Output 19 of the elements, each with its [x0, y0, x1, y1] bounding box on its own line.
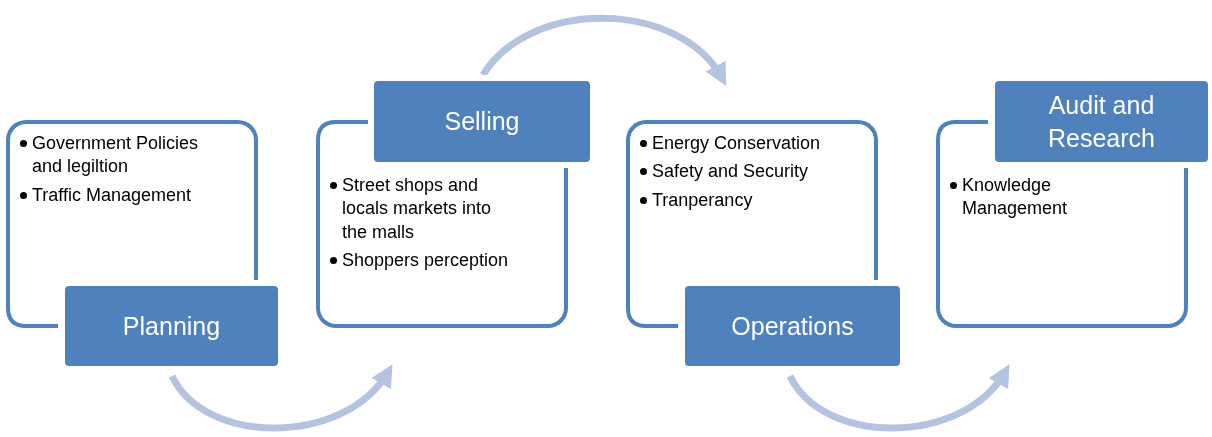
bullet-text: Government Policies and legiltion: [32, 133, 199, 177]
bullet-text: Safety and Security: [652, 161, 809, 182]
bullet-text: Tranperancy: [652, 189, 753, 210]
curved-arrow: [787, 364, 1011, 432]
stage-title: Operations: [730, 310, 855, 342]
stage-title: Selling: [443, 106, 521, 138]
stage-title: Audit and Research: [1047, 90, 1156, 154]
bullet-text: Shoppers perception: [342, 250, 509, 271]
rounded-frame: [626, 120, 878, 280]
bullet-text: Street shops and locals markets into the malls: [342, 175, 492, 242]
curved-arrow: [480, 14, 728, 86]
bullet-text: Traffic Management: [32, 184, 192, 205]
rounded-frame: [936, 168, 1188, 328]
rounded-frame: [6, 120, 258, 280]
bullet-text: Energy Conservation: [652, 133, 821, 153]
bullet-text: Knowledge Management: [962, 175, 1068, 219]
curved-arrow: [169, 364, 394, 432]
stage-title: Planning: [121, 310, 222, 342]
rounded-frame: [316, 168, 568, 328]
